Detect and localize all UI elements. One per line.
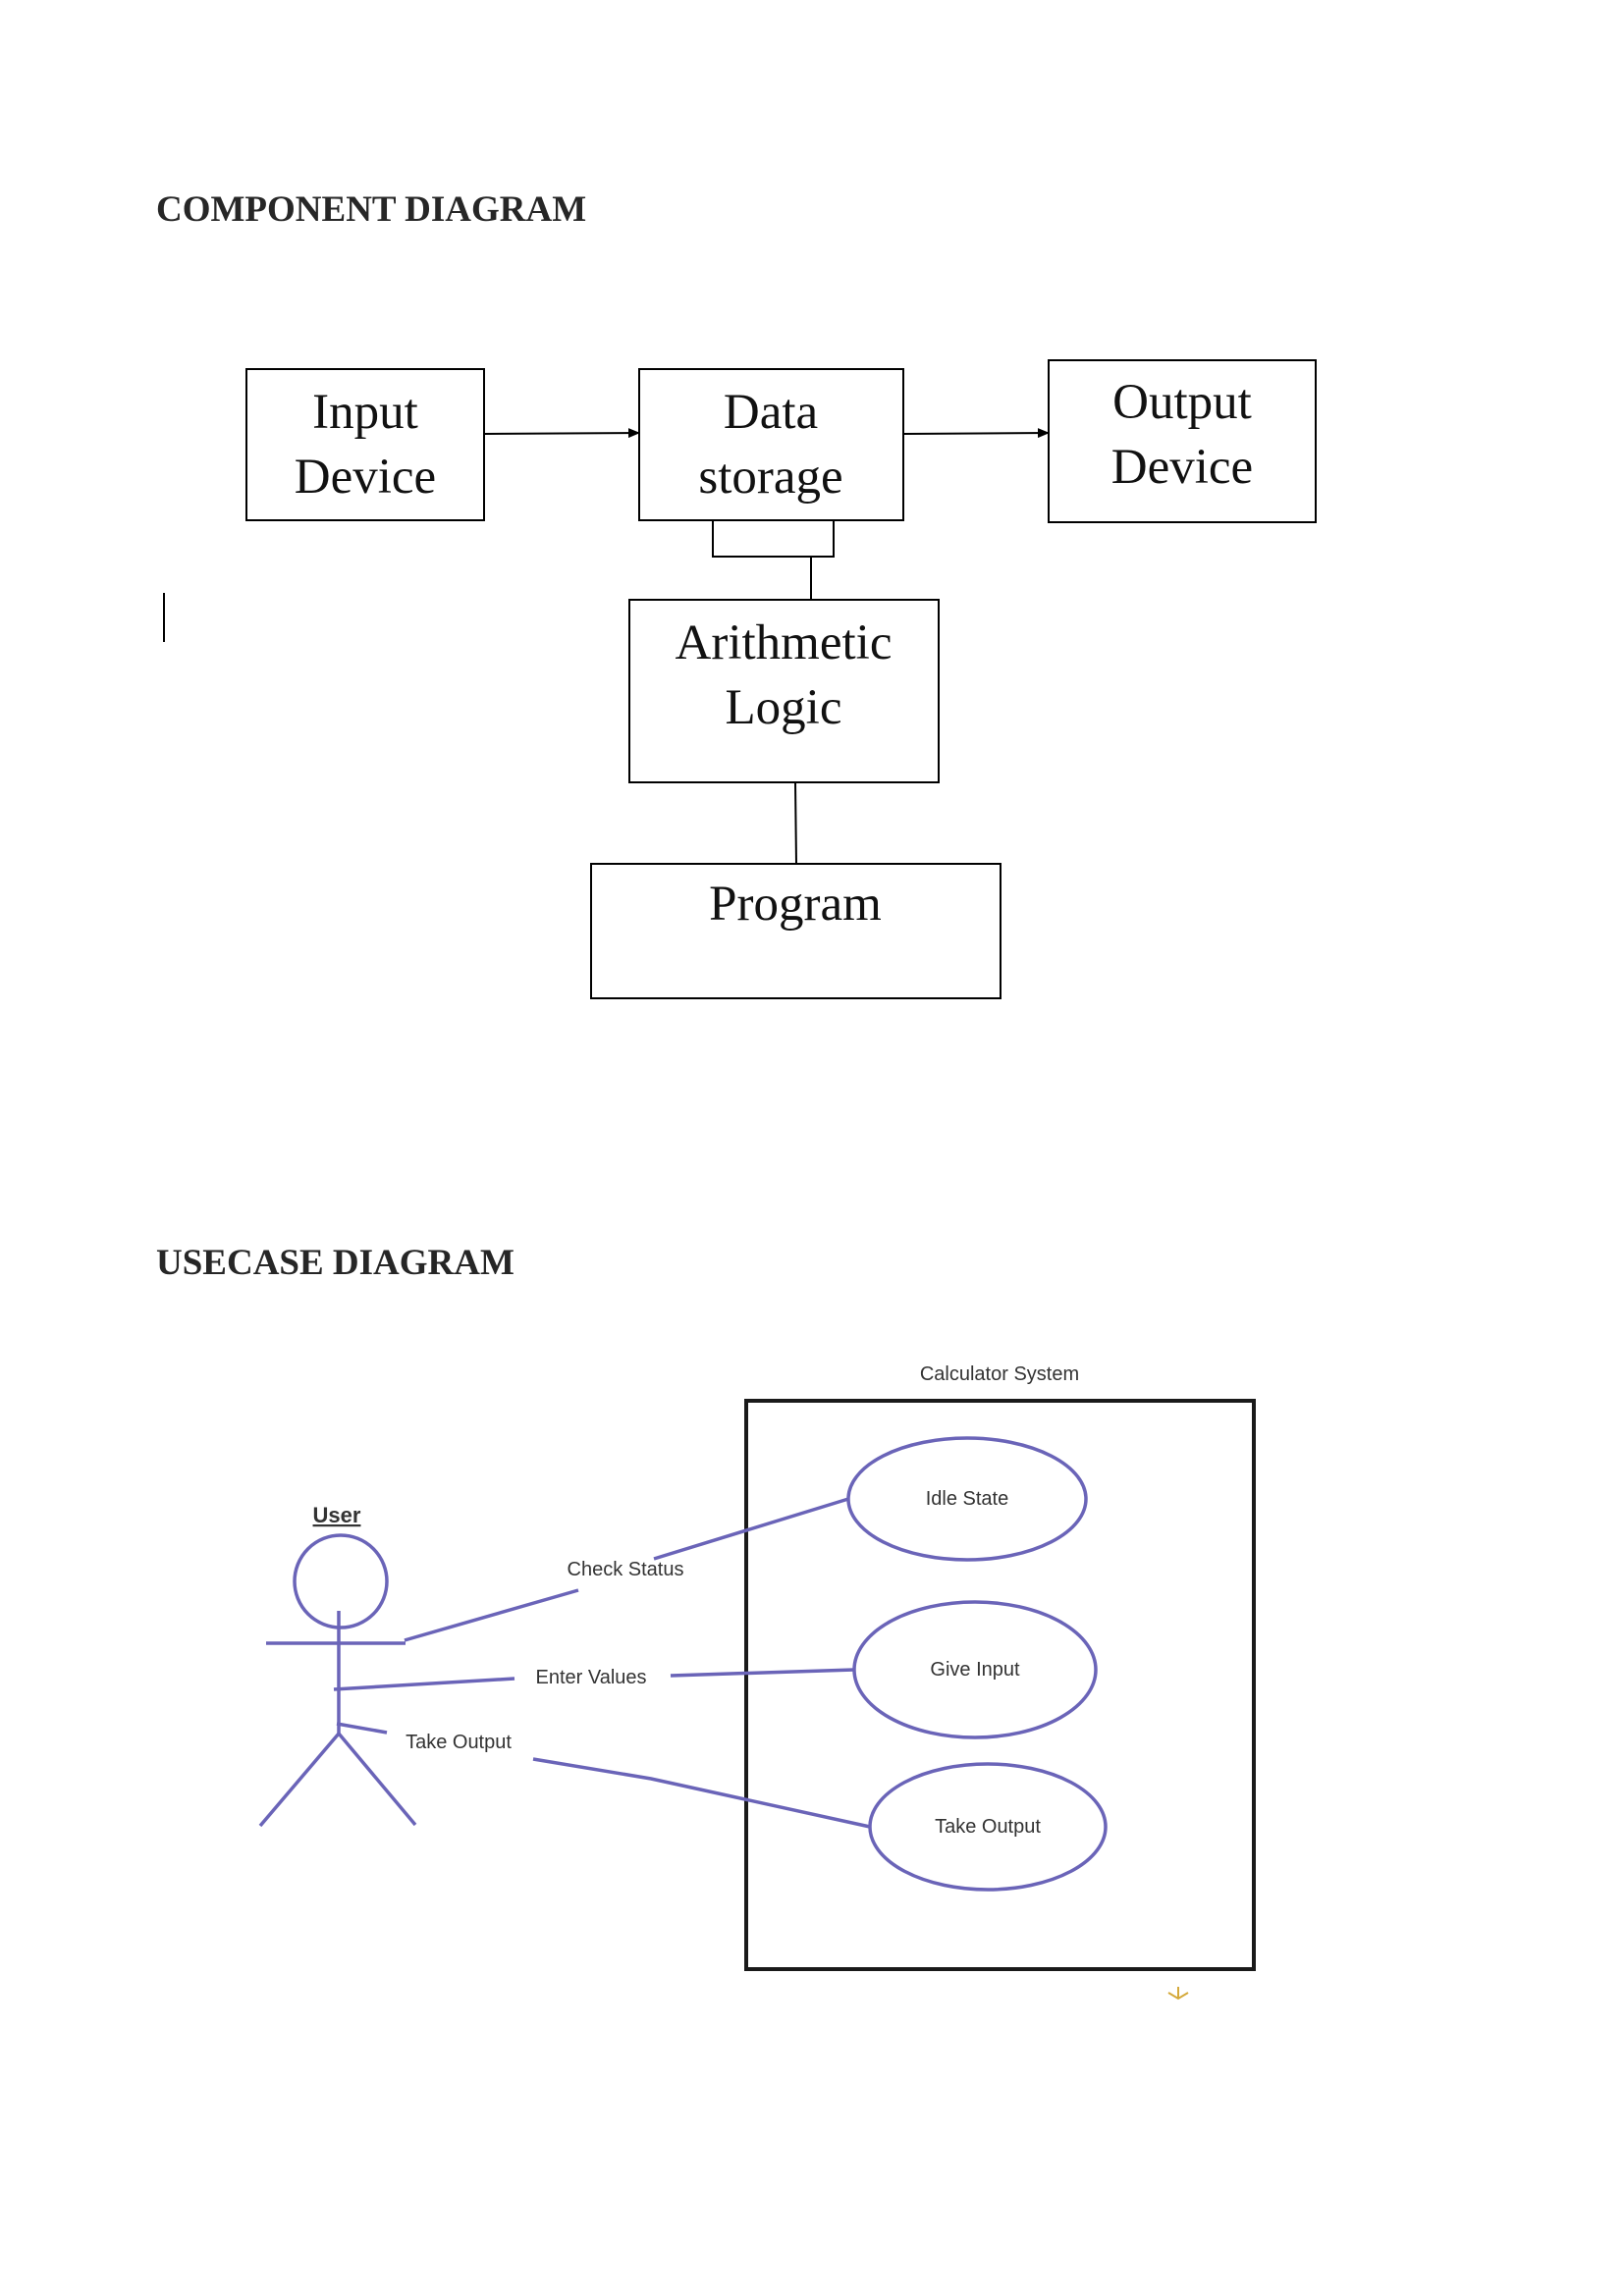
output-device-line-2: Device [1111,440,1253,495]
input-device-line-1: Input [312,385,418,440]
enter-values-line-b [670,1668,855,1678]
usecase-give-input: Give Input [852,1600,1098,1739]
component-diagram-heading: COMPONENT DIAGRAM [156,189,587,230]
actor-left-leg [258,1732,341,1828]
resize-handle-icon [1167,1987,1189,2001]
system-boundary-title: Calculator System [920,1363,1079,1385]
input-to-storage-arrow [483,428,640,439]
take-output-label: Take Output [406,1732,512,1753]
arithmetic-logic-box: Arithmetic Logic [628,599,940,783]
program-box: Program [590,863,1001,999]
actor-head [293,1533,389,1629]
take-output-line-a [336,1722,388,1735]
check-status-label: Check Status [568,1559,684,1580]
take-output-line-b [532,1757,871,1829]
usecase-give-input-label: Give Input [930,1659,1020,1681]
arithmetic-logic-line-2: Logic [726,680,842,735]
check-status-line-b [653,1497,849,1561]
data-storage-line-2: storage [698,450,842,505]
arithmetic-logic-line-1: Arithmetic [676,615,893,670]
input-device-box: Input Device [245,368,485,521]
enter-values-line-a [333,1677,515,1691]
data-storage-line-1: Data [724,385,818,440]
check-status-line-a [404,1588,579,1642]
data-storage-box: Data storage [638,368,904,521]
usecase-take-output-label: Take Output [935,1816,1041,1838]
storage-to-output-arrow [902,428,1050,439]
alu-to-program-line [794,781,797,865]
usecase-take-output: Take Output [868,1762,1108,1892]
output-device-line-1: Output [1112,375,1252,430]
actor-right-leg [337,1732,417,1827]
storage-bracket-connector [712,520,835,558]
usecase-idle-state-label: Idle State [926,1488,1009,1510]
output-device-box: Output Device [1048,359,1317,523]
usecase-diagram-heading: USECASE DIAGRAM [156,1243,514,1283]
program-label: Program [709,877,882,932]
usecase-idle-state: Idle State [846,1436,1088,1562]
enter-values-label: Enter Values [535,1667,646,1688]
actor-label: User [313,1503,361,1527]
input-device-line-2: Device [295,450,436,505]
system-boundary [744,1399,1256,1971]
user-actor: User [258,1503,417,1828]
